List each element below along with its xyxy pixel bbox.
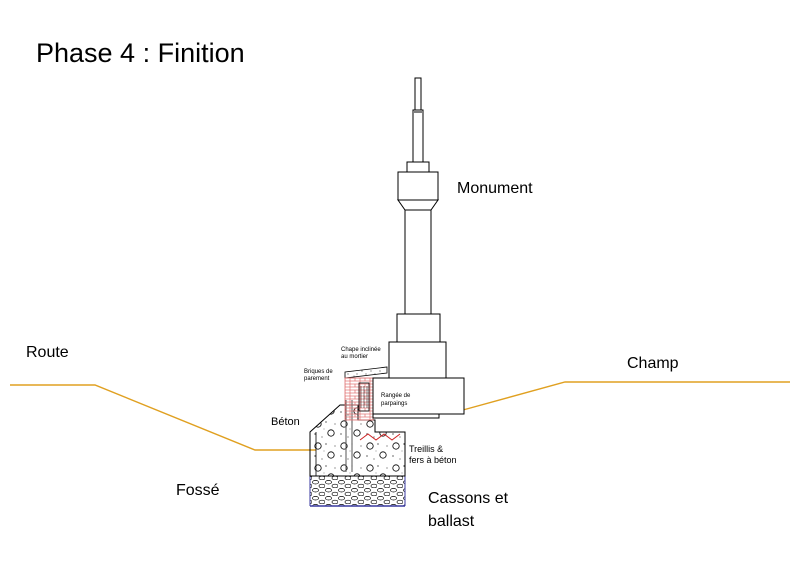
monument-capital-taper [397,199,439,211]
label-rangee-line2: parpaings [381,401,407,407]
monument-spire-tip [414,77,422,111]
ground-line-left [10,384,316,451]
label-briques-line2: parement [304,376,330,382]
label-chape-line1: Chape inclinée [341,347,381,353]
monument [372,77,465,415]
ballast-layer [310,476,405,506]
mortar-screed [344,366,388,379]
ground-line-right [462,381,790,411]
label-route: Route [26,344,69,361]
label-champ: Champ [627,355,679,372]
monument-spire [412,109,424,163]
label-chape-line2: au mortier [341,354,368,360]
label-treillis-line1: Treillis & [409,444,443,454]
label-cassons-line2: ballast [428,513,475,530]
monument-capital [397,171,439,201]
label-treillis-line2: fers à béton [409,455,457,465]
label-rangee-line1: Rangée de [381,393,411,399]
label-fosse: Fossé [176,482,220,499]
label-beton: Béton [271,416,300,428]
monument-column [404,209,432,315]
label-cassons-line1: Cassons et [428,490,509,507]
monument-pedestal [396,313,441,343]
monument-plinth [388,341,447,379]
label-monument: Monument [457,180,533,197]
monument-base [372,377,465,415]
page-title: Phase 4 : Finition [36,38,245,68]
label-briques-line1: Briques de [304,369,333,375]
monument-neck [406,161,430,173]
